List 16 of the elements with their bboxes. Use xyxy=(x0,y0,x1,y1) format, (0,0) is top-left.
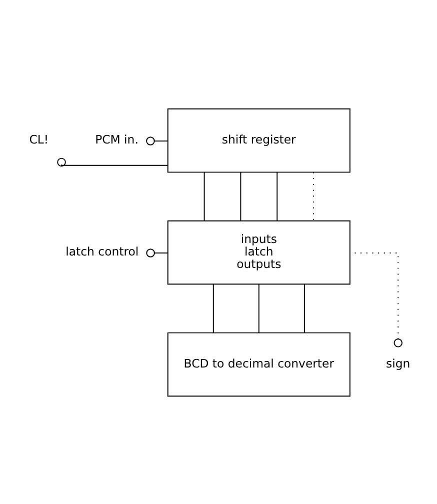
connector xyxy=(258,283,260,333)
node-box: inputs latch outputs xyxy=(167,220,350,284)
connector xyxy=(212,283,214,333)
node-text: CL! xyxy=(29,132,49,146)
connector xyxy=(240,171,242,221)
connector xyxy=(146,136,168,145)
node-text: sign xyxy=(386,356,410,370)
node-text: PCM in. xyxy=(95,132,138,146)
node-text: latch control xyxy=(66,244,139,258)
connector xyxy=(57,157,168,166)
connector xyxy=(276,171,278,221)
connector xyxy=(204,171,205,221)
connector xyxy=(146,248,168,257)
node-box: shift register xyxy=(167,108,350,172)
connector xyxy=(304,283,305,333)
node-box: BCD to decimal converter xyxy=(167,332,350,396)
